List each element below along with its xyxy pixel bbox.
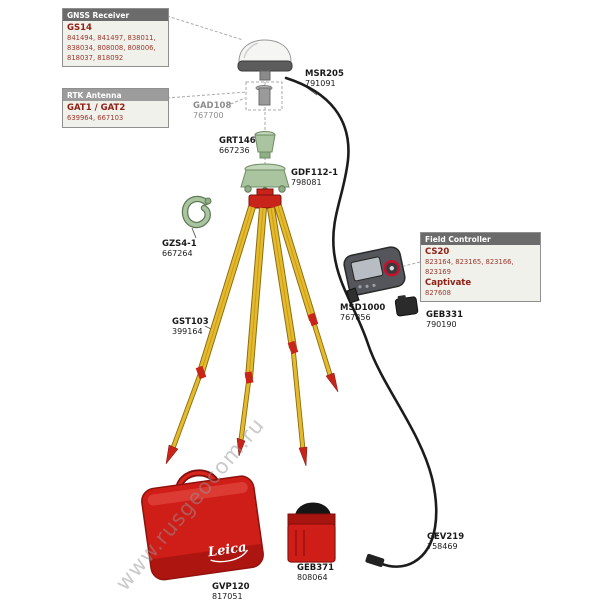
gvp120-case-illustration: Leica [141,469,264,581]
part-name: MSR205 [305,69,344,79]
dashed-connector-lines [166,15,421,267]
part-number: 767856 [340,313,371,323]
part-name: MSD1000 [340,303,386,313]
part-name: GEB331 [426,310,464,320]
gad108-dashed-box [245,81,283,111]
grt146-carrier-illustration [254,131,276,159]
field-controller-box-header: Field Controller [421,233,540,245]
part-number: 791091 [305,79,336,89]
part-label-gad108: GAD108 767700 [193,101,231,120]
gdf112-tribrach-illustration [240,163,290,195]
gnss-receiver-box: GNSS Receiver GS14 841494, 841497, 83801… [62,8,169,68]
part-name: GEB371 [297,563,335,573]
rtk-antenna-box-body: GAT1 / GAT2 639964, 667103 [63,101,168,127]
msd1000-sd-card-illustration [346,287,360,304]
part-name: GVP120 [212,582,250,592]
part-label-grt146: GRT146 667236 [219,136,256,155]
part-label-gst103: GST103 399164 [172,317,209,336]
gzs4-hook-illustration [181,195,212,229]
part-number: 767700 [193,111,224,121]
gnss-antenna-illustration [237,39,293,81]
part-numbers: 823169 [425,267,451,276]
part-number: 808064 [297,573,328,583]
part-name: GDF112-1 [291,168,339,178]
geb331-battery-illustration [394,295,419,317]
leica-logo-text: Leica [206,540,247,560]
software-name: Captivate [425,277,472,288]
part-number: 817051 [212,592,243,600]
cable-connector [365,553,385,568]
antenna-cable [284,76,438,568]
part-numbers: 841494, 841497, 838011, [67,34,156,43]
rtk-antenna-box-header: RTK Antenna [63,89,168,101]
gnss-receiver-box-header: GNSS Receiver [63,9,168,21]
rtk-antenna-box: RTK Antenna GAT1 / GAT2 639964, 667103 [62,88,169,128]
gnss-receiver-box-body: GS14 841494, 841497, 838011, 838034, 808… [63,21,168,66]
part-name: GRT146 [219,136,256,146]
cs20-controller-illustration [343,246,406,296]
model-name: CS20 [425,247,450,257]
part-number: 798081 [291,178,322,188]
part-numbers: 639964, 667103 [67,114,124,123]
model-name: GS14 [67,23,92,33]
gad108-adapter-illustration [255,85,273,106]
part-label-gvp120: GVP120 817051 [212,582,250,600]
geb371-battery-illustration [287,502,336,563]
field-controller-box-body: CS20 823164, 823165, 823166, 823169 Capt… [421,245,540,301]
part-number: 667264 [162,249,193,259]
part-numbers: 818037, 818092 [67,53,124,62]
part-numbers: 823164, 823165, 823166, [425,258,514,267]
part-name: GZS4-1 [162,239,197,249]
part-numbers: 838034, 808008, 808006, [67,43,156,52]
part-name: GAD108 [193,101,232,111]
part-label-geb331: GEB331 790190 [426,310,463,329]
model-name: GAT1 / GAT2 [67,103,126,113]
part-label-gev219: GEV219 758469 [427,532,464,551]
part-name: GST103 [172,317,209,327]
part-label-gzs4-1: GZS4-1 667264 [162,239,197,258]
part-number: 399164 [172,327,203,337]
part-label-geb371: GEB371 808064 [297,563,334,582]
part-label-msr205: MSR205 791091 [305,69,344,88]
part-name: GEV219 [427,532,465,542]
software-part-number: 827608 [425,288,451,297]
tripod-illustration [165,188,339,467]
part-number: 758469 [427,542,458,552]
part-label-gdf112-1: GDF112-1 798081 [291,168,338,187]
field-controller-box: Field Controller CS20 823164, 823165, 82… [420,232,541,303]
part-number: 667236 [219,146,250,156]
part-number: 790190 [426,320,457,330]
part-label-msd1000: MSD1000 767856 [340,303,385,322]
